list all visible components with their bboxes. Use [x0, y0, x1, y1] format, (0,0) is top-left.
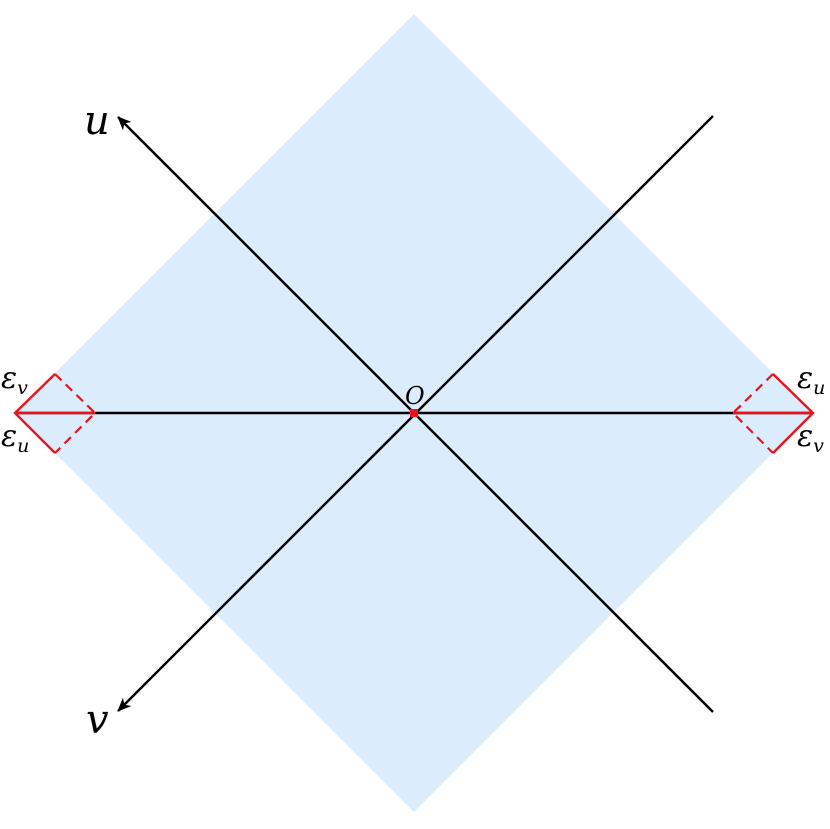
left-wedge-dashed [54, 373, 97, 454]
epsilon-subscript-u: u [813, 377, 825, 399]
epsilon-symbol: ε [1, 419, 17, 454]
epsilon-u-left-label: εu [1, 419, 29, 457]
epsilon-u-right-label: εu [797, 361, 825, 399]
origin-point [410, 409, 418, 417]
epsilon-subscript-u: u [17, 435, 29, 457]
epsilon-symbol: ε [797, 361, 813, 396]
epsilon-symbol: ε [797, 419, 813, 454]
epsilon-subscript-v: v [813, 435, 824, 457]
u-axis-label: u [84, 98, 110, 144]
epsilon-symbol: ε [1, 361, 17, 396]
epsilon-subscript-v: v [17, 377, 28, 399]
epsilon-v-left-label: εv [1, 361, 28, 399]
right-wedge-dashed [731, 373, 774, 454]
origin-label: O [405, 382, 425, 410]
v-axis-label: v [86, 697, 109, 743]
epsilon-v-right-label: εv [797, 419, 824, 457]
